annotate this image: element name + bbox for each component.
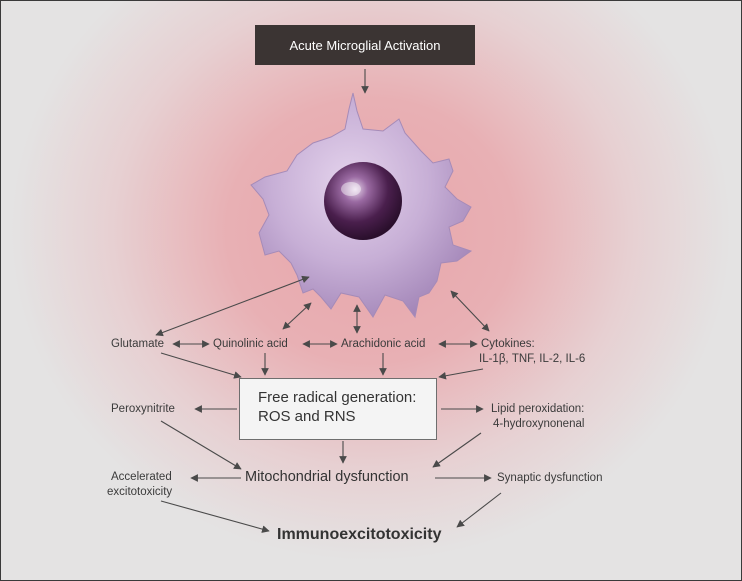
quinolinic-acid-label: Quinolinic acid: [213, 338, 288, 350]
arrows: [155, 69, 502, 533]
nucleus: [324, 162, 402, 240]
free-radical-generation-box: Free radical generation: ROS and RNS: [239, 378, 437, 440]
excitotoxicity-label: excitotoxicity: [107, 486, 173, 498]
free-radical-line2: ROS and RNS: [258, 408, 356, 425]
free-radical-line1: Free radical generation:: [258, 389, 417, 406]
synaptic-dysfunction-label: Synaptic dysfunction: [497, 472, 603, 484]
immunoexcitotoxicity-label: Immunoexcitotoxicity: [277, 526, 442, 543]
acute-microglial-activation-box: Acute Microglial Activation: [255, 25, 475, 65]
mitochondrial-dysfunction-label: Mitochondrial dysfunction: [245, 469, 409, 485]
peroxynitrite-label: Peroxynitrite: [111, 403, 175, 415]
glutamate-label: Glutamate: [111, 338, 165, 350]
lipid-peroxidation-label: Lipid peroxidation:: [491, 403, 585, 415]
arachidonic-acid-label: Arachidonic acid: [341, 338, 426, 350]
hne-label: 4-hydroxynonenal: [493, 418, 585, 430]
cytokines-label: Cytokines:: [481, 338, 535, 350]
accelerated-label: Accelerated: [111, 471, 172, 483]
cytokine-list-label: IL-1β, TNF, IL-2, IL-6: [479, 353, 586, 365]
microglia-cell-illustration: [250, 92, 473, 319]
